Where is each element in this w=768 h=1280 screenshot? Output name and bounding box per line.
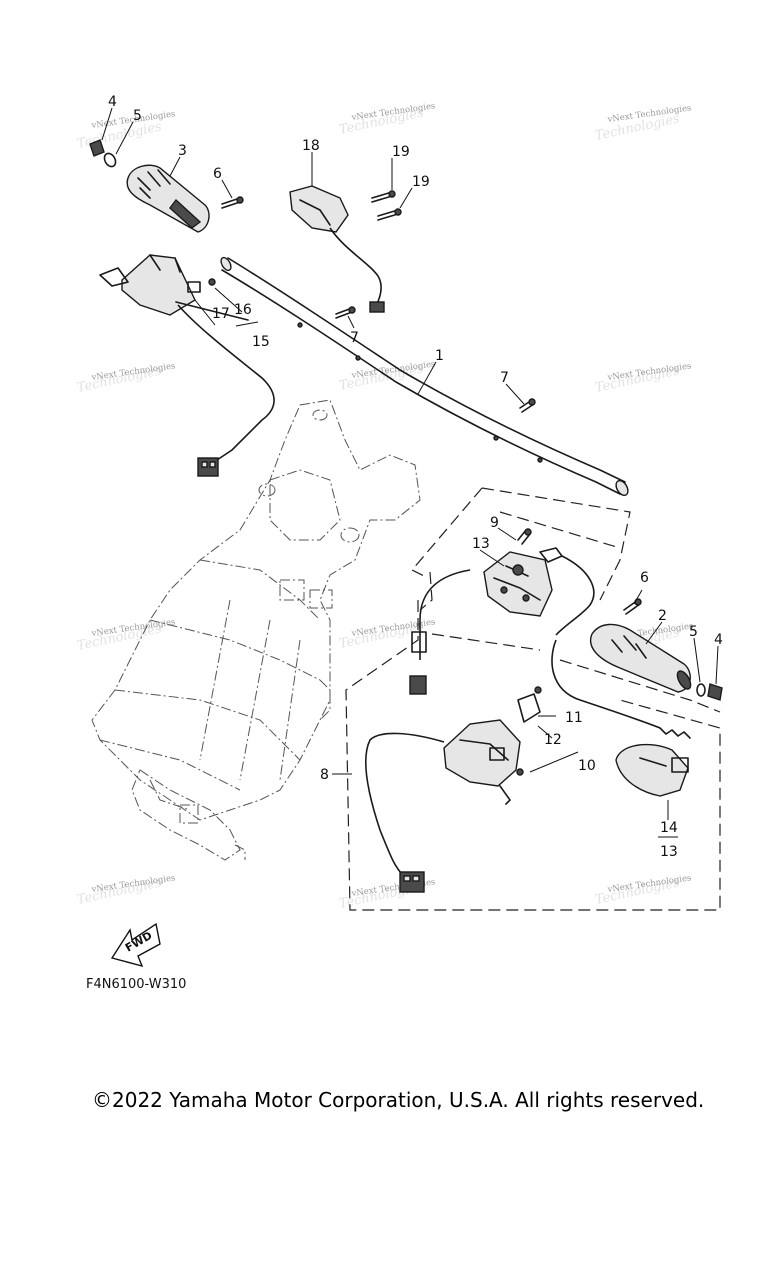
callout-8: 8 — [320, 767, 329, 783]
assembly-groups — [345, 487, 721, 911]
callout-3: 3 — [178, 143, 187, 159]
callout-15: 15 — [252, 334, 270, 350]
callout-4: 4 — [714, 632, 723, 648]
callout-1: 1 — [435, 348, 444, 364]
handlebar — [220, 256, 629, 497]
callout-14: 14 — [660, 820, 678, 836]
callout-13: 13 — [660, 844, 678, 860]
callout-10: 10 — [578, 758, 596, 774]
leader-lines — [101, 107, 719, 820]
callout-19: 19 — [412, 174, 430, 190]
callout-9: 9 — [490, 515, 499, 531]
callout-4: 4 — [108, 94, 117, 110]
callout-7: 7 — [350, 330, 359, 346]
watermark-layer: Technologies vNext Technologies Technolo… — [76, 101, 694, 912]
left-switch-assembly — [99, 254, 275, 477]
upper-cover — [289, 185, 385, 313]
screws — [221, 190, 642, 615]
fwd-arrow-icon: FWD — [110, 922, 161, 968]
callout-16: 16 — [234, 302, 252, 318]
left-grip — [89, 139, 210, 233]
callout-6: 6 — [640, 570, 649, 586]
callout-7: 7 — [500, 370, 509, 386]
copyright-notice: ©2022 Yamaha Motor Corporation, U.S.A. A… — [92, 1088, 705, 1112]
throttle-assembly — [365, 686, 542, 893]
callout-17: 17 — [212, 306, 230, 322]
callout-labels: 4 5 3 6 18 19 19 16 17 15 7 1 7 9 13 6 2… — [108, 94, 723, 860]
callout-5: 5 — [689, 624, 698, 640]
right-grip — [589, 623, 723, 701]
lanyard-clip — [551, 639, 691, 797]
callout-12: 12 — [544, 732, 562, 748]
callout-11: 11 — [565, 710, 583, 726]
callout-18: 18 — [302, 138, 320, 154]
diagram-code: F4N6100-W310 — [86, 977, 187, 992]
right-switch-assembly — [409, 528, 595, 695]
callout-6: 6 — [213, 166, 222, 182]
callout-13: 13 — [472, 536, 490, 552]
callout-2: 2 — [658, 608, 667, 624]
callout-19: 19 — [392, 144, 410, 160]
steering-column-outline — [91, 399, 421, 861]
callout-5: 5 — [133, 108, 142, 124]
